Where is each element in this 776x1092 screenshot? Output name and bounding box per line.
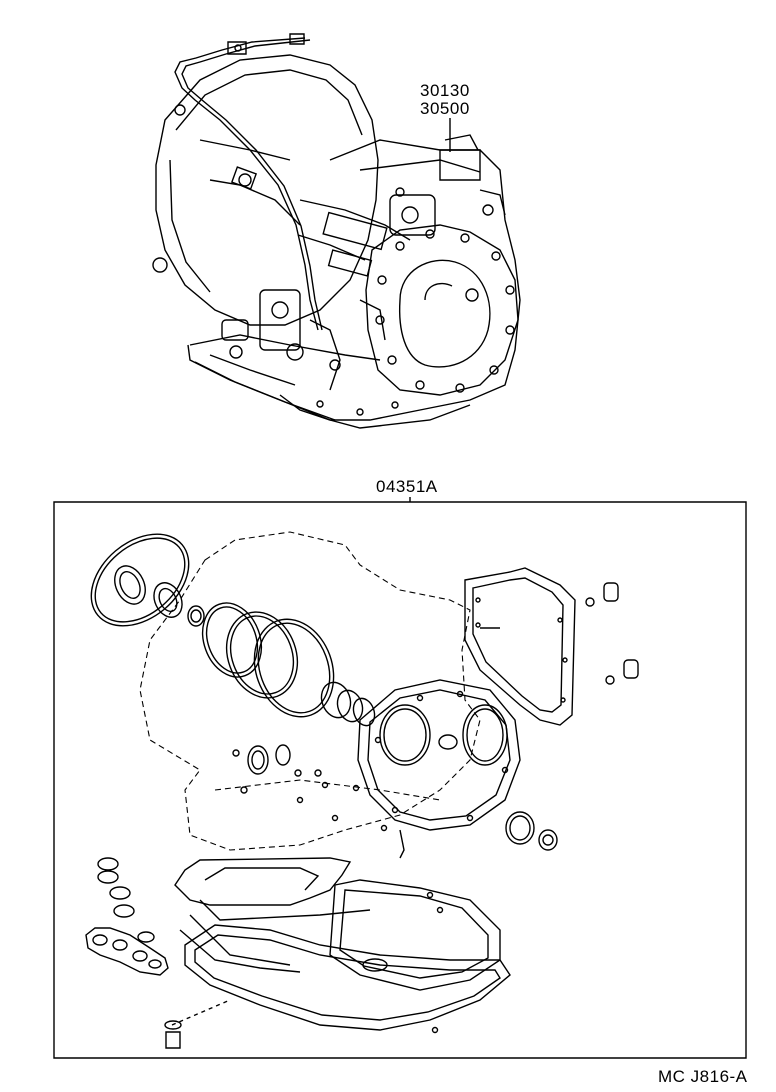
transaxle-assembly [153,34,520,428]
gasket-kit [54,497,746,1058]
part-number-30500: 30500 [420,99,470,118]
kit-frame [54,502,746,1058]
kit-part-number: 04351A [376,477,438,496]
figure-code: MC J816-A [658,1067,748,1086]
part-number-30130: 30130 [420,81,470,100]
